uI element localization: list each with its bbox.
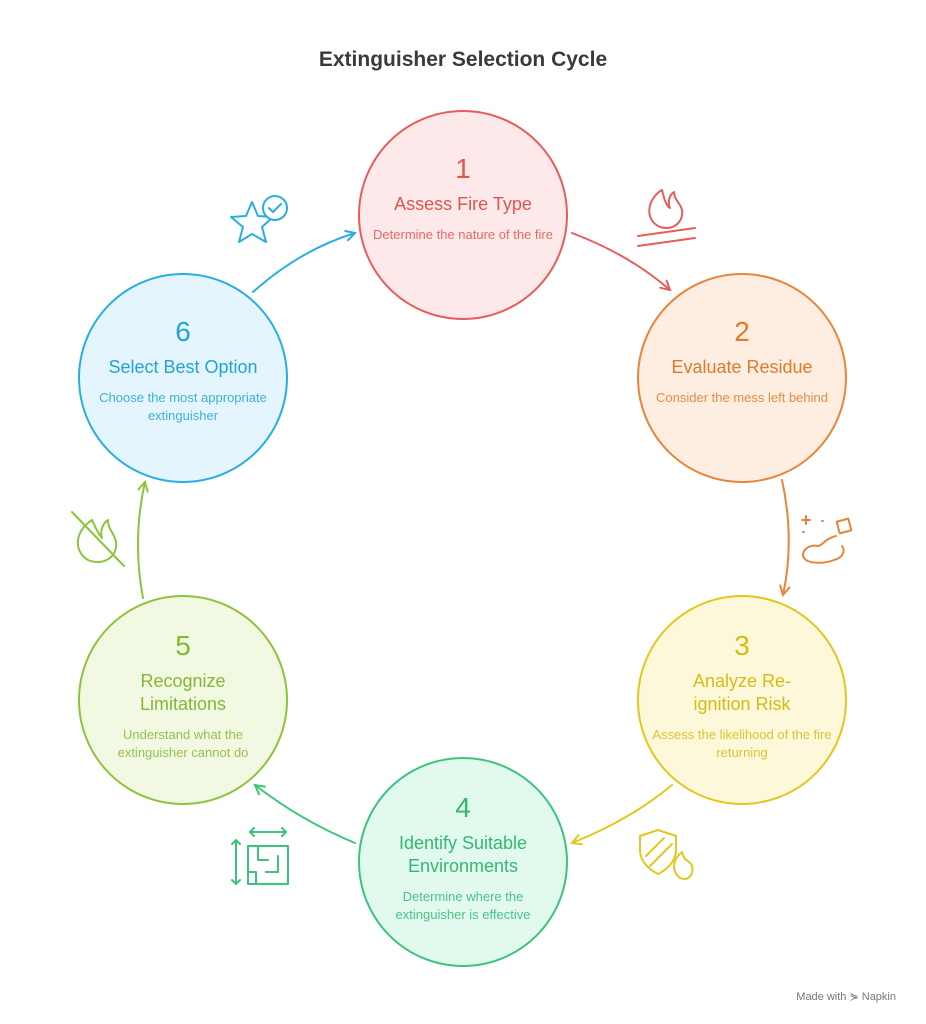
step-heading: Assess Fire Type: [394, 194, 532, 214]
napkin-credit: Made with ⋟ Napkin: [796, 991, 896, 1003]
cycle-arrow: [254, 784, 356, 844]
arrowhead-icon: [253, 783, 266, 796]
residue-icon: [801, 515, 853, 564]
cycle-arrow: [571, 784, 673, 844]
cycle-arrow: [136, 481, 146, 599]
arrowhead-icon: [779, 584, 791, 598]
step-circle: [78, 273, 288, 483]
cycle-arrow: [781, 479, 790, 596]
step-4: 4 Identify Suitable Environments Determi…: [373, 792, 553, 924]
step-1: 1 Assess Fire Type Determine the nature …: [373, 153, 553, 244]
step-circle: [637, 595, 847, 805]
step-description: Understand what the extinguisher cannot …: [117, 727, 249, 760]
cycle-arrow: [252, 232, 356, 293]
step-circle: [637, 273, 847, 483]
step-6: 6 Select Best Option Choose the most app…: [93, 316, 273, 425]
step-description: Choose the most appropriate extinguisher: [99, 390, 267, 423]
step-heading: Select Best Option: [108, 357, 258, 377]
floorplan-icon: [231, 827, 289, 885]
arrowhead-icon: [137, 479, 149, 493]
step-description: Determine where the extinguisher is effe…: [395, 889, 531, 922]
step-description: Determine the nature of the fire: [373, 227, 553, 242]
star-check-icon: [230, 195, 288, 243]
step-description: Consider the mess left behind: [656, 390, 828, 405]
step-number: 5: [175, 630, 191, 661]
cycle-arrow: [571, 232, 671, 291]
step-heading: Analyze Re-ignition Risk: [692, 671, 792, 714]
step-circle: [358, 757, 568, 967]
arrowhead-icon: [570, 834, 583, 846]
step-number: 6: [175, 316, 191, 347]
step-circle: [358, 110, 568, 320]
no-fire-icon: [71, 511, 125, 567]
step-number: 3: [734, 630, 750, 661]
diagram-title: Extinguisher Selection Cycle: [318, 48, 608, 71]
arrowhead-icon: [344, 230, 357, 242]
shield-fire-icon: [639, 829, 694, 880]
step-number: 2: [734, 316, 750, 347]
arrowhead-icon: [659, 279, 672, 292]
step-circle: [78, 595, 288, 805]
step-description: Assess the likelihood of the fire return…: [652, 727, 832, 760]
step-2: 2 Evaluate Residue Consider the mess lef…: [652, 316, 832, 407]
campfire-icon: [637, 189, 696, 247]
step-number: 1: [455, 153, 471, 184]
step-3: 3 Analyze Re-ignition Risk Assess the li…: [652, 630, 832, 762]
step-heading: Recognize Limitations: [139, 671, 227, 714]
step-heading: Evaluate Residue: [671, 357, 813, 377]
step-number: 4: [455, 792, 471, 823]
step-heading: Identify Suitable Environments: [398, 833, 528, 876]
step-5: 5 Recognize Limitations Understand what …: [93, 630, 273, 762]
